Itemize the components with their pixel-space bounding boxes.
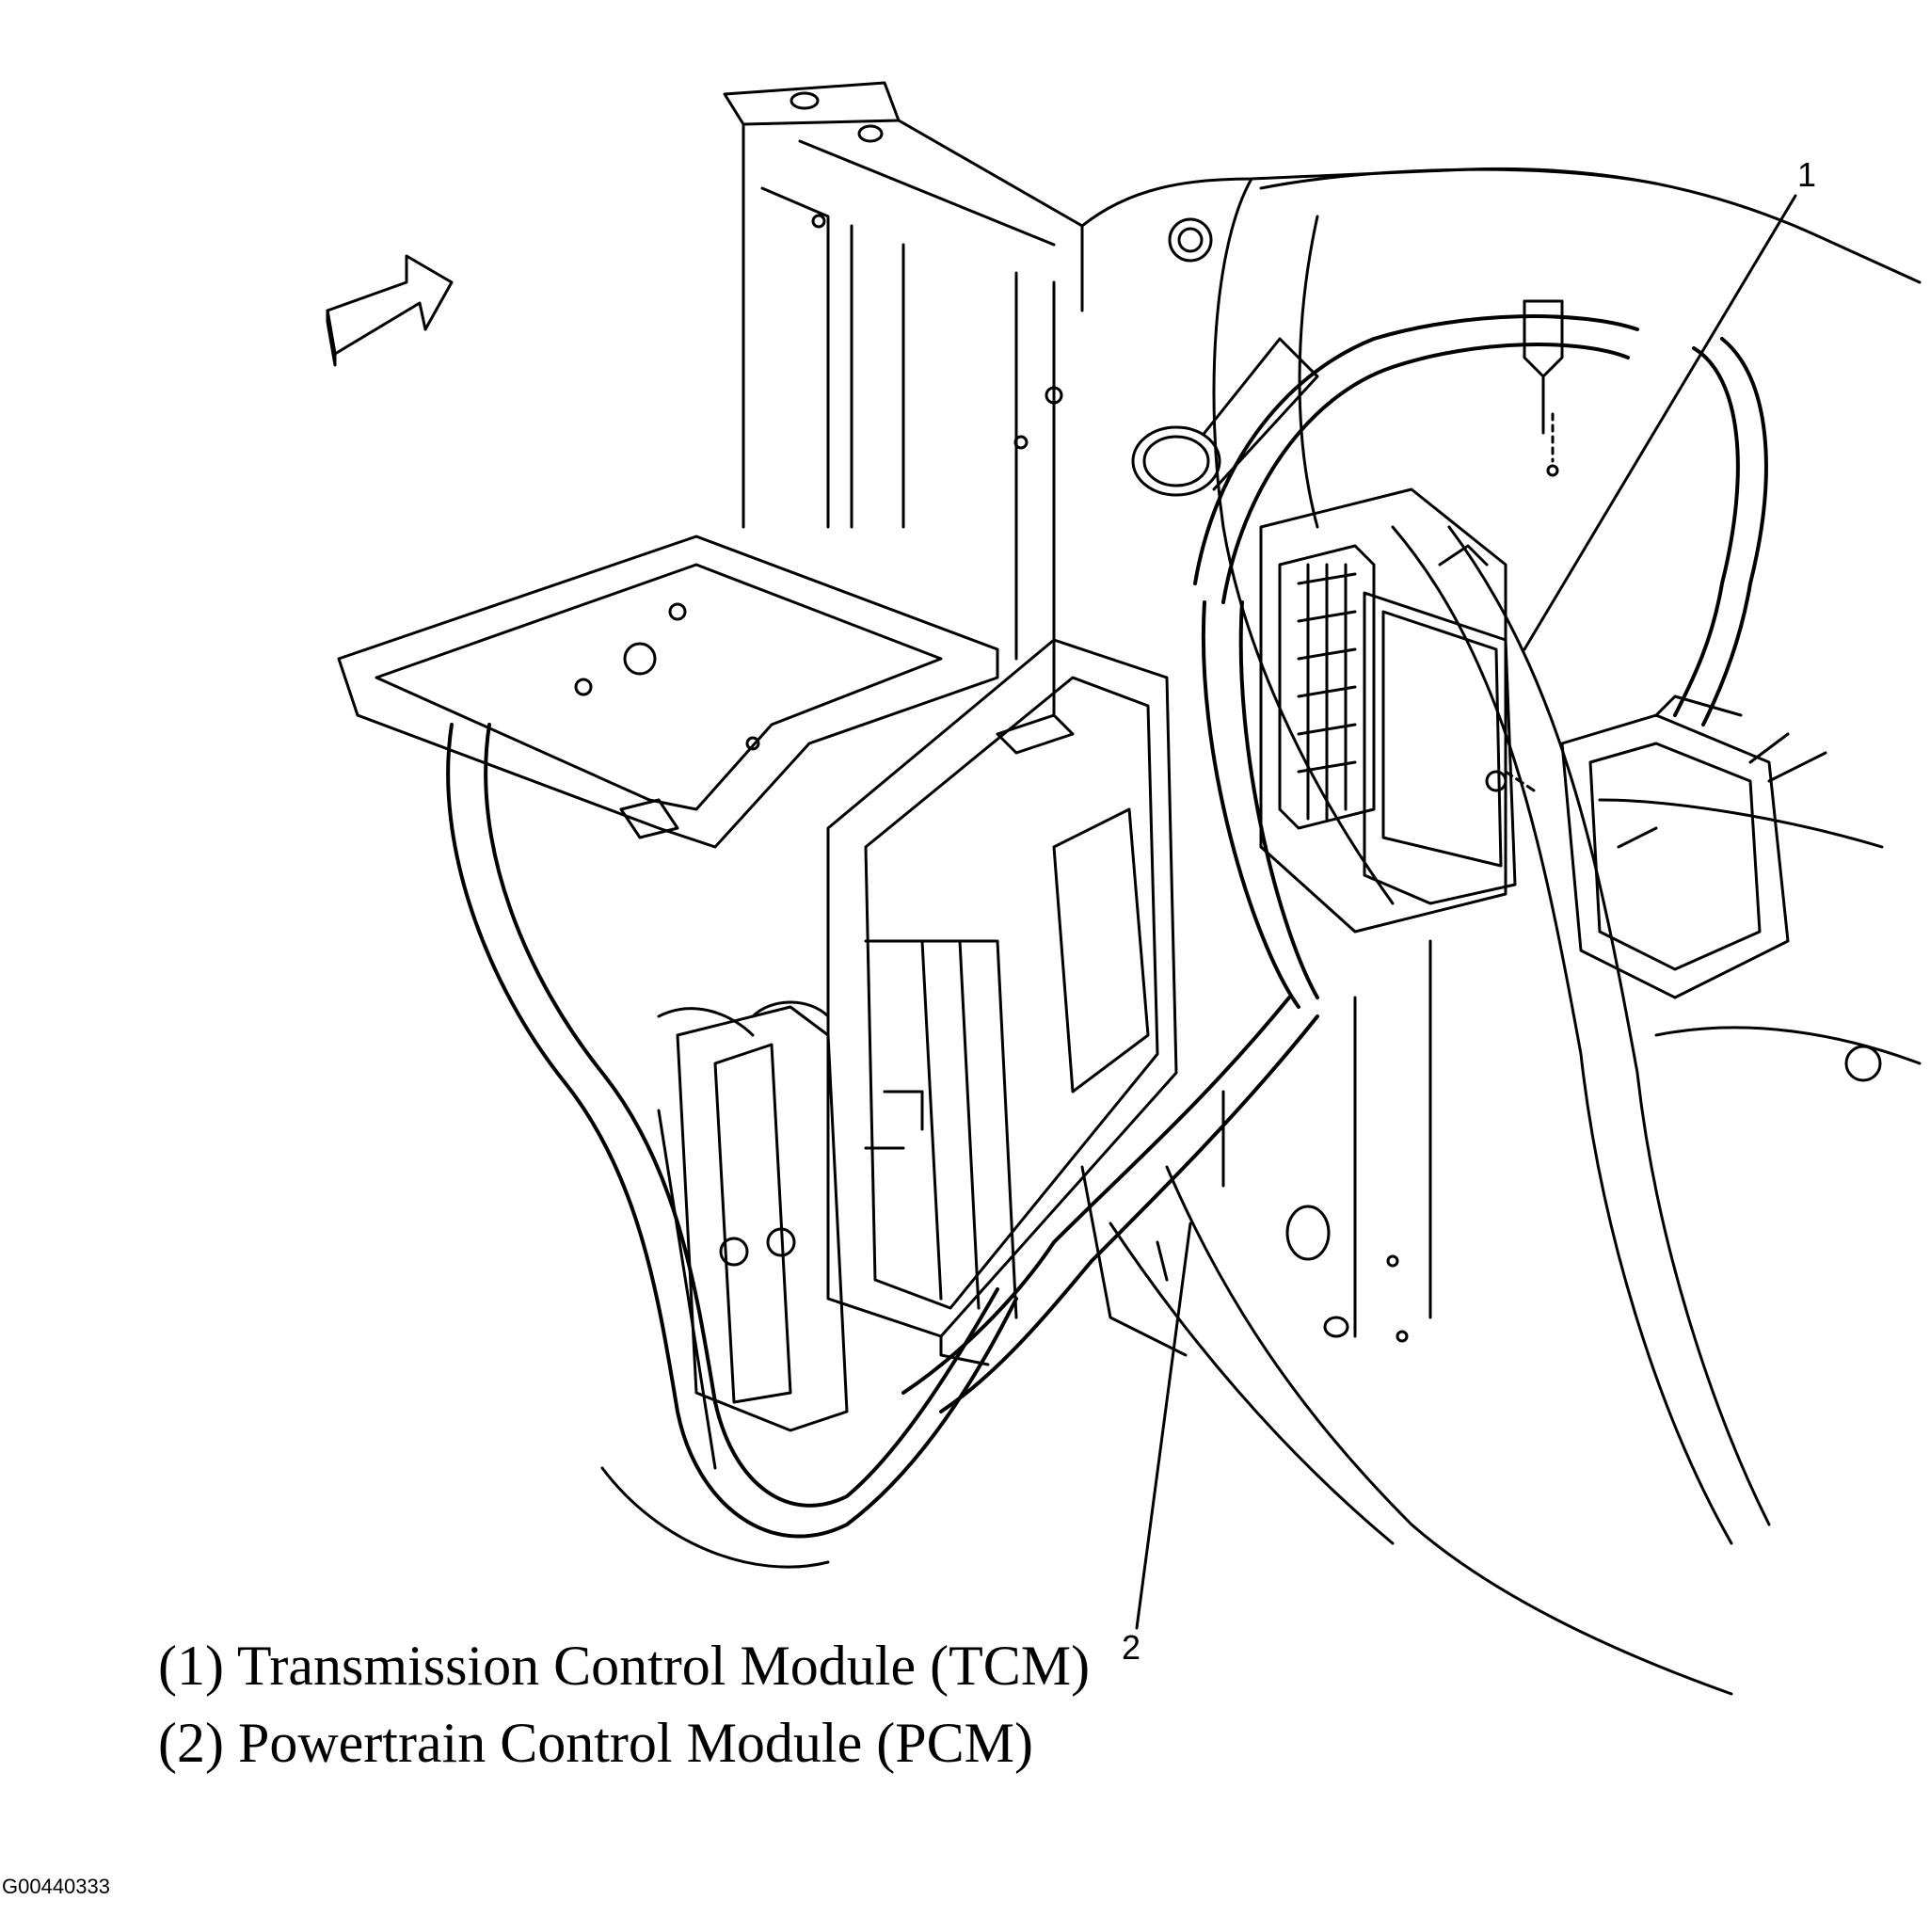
fuse-relay-box xyxy=(1560,695,1827,999)
legend-item-number: (1) xyxy=(158,1635,224,1697)
coolant-outlet xyxy=(1131,217,1319,497)
legend-item-text: Transmission Control Module (TCM) xyxy=(236,1635,1091,1697)
left-wiring-harness xyxy=(446,723,1018,1539)
legend-item-number: (2) xyxy=(158,1712,224,1774)
pcm-module-drawing xyxy=(826,638,1178,1366)
tcm-wiring-harness xyxy=(901,314,1768,1413)
legend-item-tcm: (1) Transmission Control Module (TCM) xyxy=(158,1637,1090,1694)
fender-wheelhouse xyxy=(1080,167,1922,1696)
battery-tray xyxy=(337,535,999,849)
callout-1-leader xyxy=(1523,194,1797,651)
callout-2-leader xyxy=(1135,1221,1192,1630)
direction-arrow-icon xyxy=(326,254,454,367)
lower-frame-lines xyxy=(600,1090,1225,1569)
callout-1-label: 1 xyxy=(1797,155,1817,194)
pcm-connector-block xyxy=(657,1000,924,1432)
legend-item-text: Powertrain Control Module (PCM) xyxy=(237,1712,1033,1774)
callout-2-label: 2 xyxy=(1122,1628,1141,1667)
tcm-module-drawing xyxy=(1259,487,1536,934)
radiator-support-frame xyxy=(723,81,1084,717)
figure-id: G00440333 xyxy=(2,1875,110,1898)
harness-clip xyxy=(1523,299,1564,477)
legend-item-pcm: (2) Powertrain Control Module (PCM) xyxy=(158,1715,1033,1771)
